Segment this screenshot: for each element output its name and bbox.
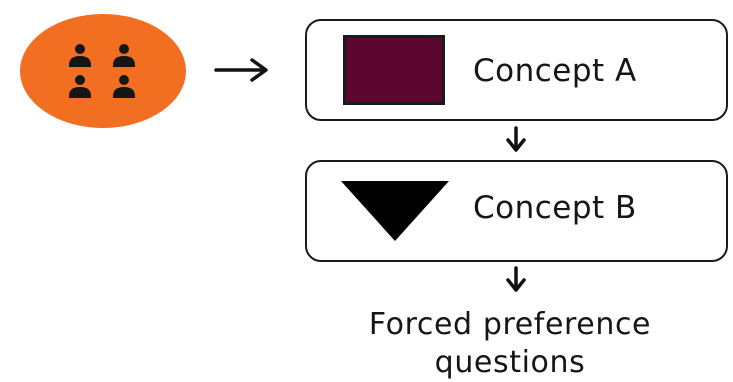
person-icon-top-right <box>113 44 135 67</box>
concept-b-box: Concept B <box>305 160 728 262</box>
person-icon-top-left <box>69 44 91 67</box>
people-group-icon <box>69 44 135 98</box>
caption-line-2: questions <box>434 345 586 380</box>
caption-line-1: Forced preference <box>368 307 652 342</box>
participant-group-circle <box>20 14 186 128</box>
arrow-right-icon <box>214 58 268 82</box>
concept-a-label: Concept A <box>473 53 637 89</box>
concept-b-label: Concept B <box>473 190 637 226</box>
arrow-down-icon <box>506 126 526 152</box>
concept-a-square <box>343 35 445 105</box>
person-icon-bottom-right <box>113 75 135 98</box>
arrow-down-icon <box>506 266 526 292</box>
concept-b-triangle <box>341 181 449 241</box>
concept-a-box: Concept A <box>305 19 728 121</box>
forced-preference-caption: Forced preference questions <box>300 306 720 382</box>
person-icon-bottom-left <box>69 75 91 98</box>
